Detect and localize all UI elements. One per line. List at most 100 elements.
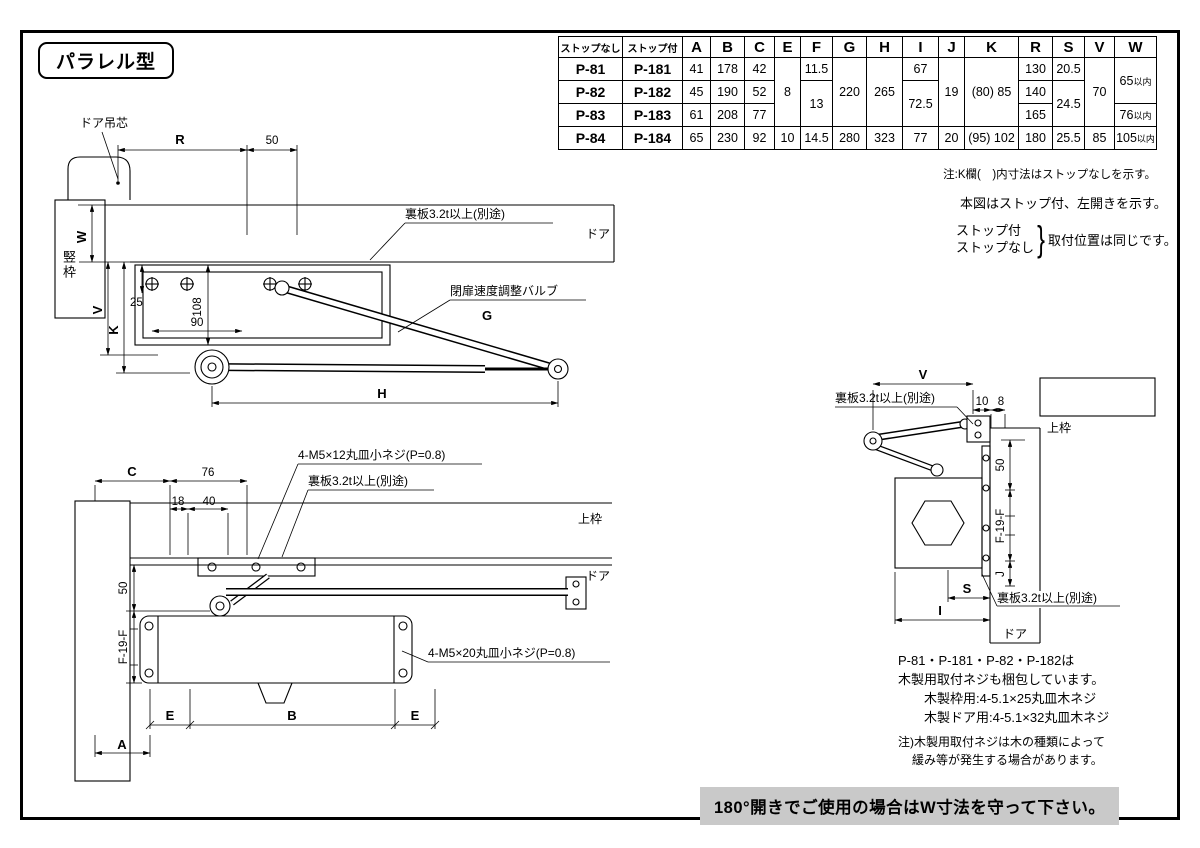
- value-cell: 280: [832, 126, 867, 150]
- brace-glyph: }: [1037, 218, 1045, 259]
- plan-structure: [54, 156, 615, 319]
- arm-section: [863, 415, 991, 477]
- value-cell: 230: [710, 126, 745, 150]
- col-header: F: [800, 36, 833, 58]
- outer-frame: [20, 30, 1180, 820]
- dim-10: 10: [976, 396, 989, 408]
- wood-note-line3: 木製枠用:4-5.1×25丸皿木ネジ: [924, 690, 1097, 706]
- dim-s: S: [963, 581, 972, 596]
- value-cell: 165: [1018, 103, 1053, 127]
- model-cell: P-81: [558, 57, 623, 81]
- value-cell: 14.5: [800, 126, 833, 150]
- closer-arm-plan: [194, 280, 569, 385]
- screw-bottom-label: 4-M5×20丸皿小ネジ(P=0.8): [428, 646, 575, 660]
- value-cell: 85: [1084, 126, 1115, 150]
- stop-with-label: ストップ付: [956, 223, 1022, 238]
- backplate-label-elevation: 裏板3.2t以上(別途): [308, 473, 408, 488]
- dim-40: 40: [203, 496, 216, 508]
- col-header: S: [1052, 36, 1085, 58]
- screw-top-label: 4-M5×12丸皿小ネジ(P=0.8): [298, 448, 445, 462]
- closer-body-plan: [134, 264, 391, 346]
- value-cell: 19: [938, 57, 965, 127]
- backplate-label-plan: 裏板3.2t以上(別途): [405, 206, 505, 221]
- dim-f19f-elevation: F-19-F: [118, 630, 130, 665]
- head-jamb-label-elevation: 上枠: [578, 512, 602, 526]
- stop-without-label: ストップなし: [956, 240, 1035, 255]
- section-view-diagram: V 10 8 裏板3.2t以上(別途) 上枠 50 F-19-F J S I 裏…: [835, 367, 1156, 644]
- model-cell: P-83: [558, 103, 623, 127]
- head-jamb-label-section: 上枠: [1047, 421, 1071, 435]
- closer-arm-elevation: [209, 573, 568, 617]
- dim-f19f-section: F-19-F: [995, 509, 1007, 544]
- leader-lines-elevation: [257, 463, 610, 663]
- dim-50-plan: 50: [266, 135, 279, 147]
- figure-note: 本図はストップ付、左開きを示す。: [960, 196, 1167, 211]
- plan-view-diagram: ドア吊芯 R 50 W V K 25 108 90 G H ドア 裏板3.2t以…: [54, 116, 615, 407]
- door-label-section: ドア: [1003, 627, 1027, 641]
- dim-h: H: [377, 386, 386, 401]
- value-cell: 10: [774, 126, 801, 150]
- dim-50-section: 50: [995, 459, 1007, 472]
- dim-50-elevation: 50: [118, 582, 130, 595]
- col-header: C: [744, 36, 775, 58]
- backplate-top-label: 裏板3.2t以上(別途): [835, 390, 935, 405]
- value-cell: 76以内: [1114, 103, 1157, 127]
- col-header: ストップなし: [558, 36, 623, 58]
- page-title-text: パラレル型: [56, 52, 157, 73]
- value-cell: 8: [774, 57, 801, 127]
- leader-lines-plan: [101, 131, 586, 333]
- dim-lines-section: [872, 381, 1025, 624]
- col-header: H: [866, 36, 903, 58]
- value-cell: 77: [902, 126, 939, 150]
- col-header: A: [682, 36, 711, 58]
- table-note: 注:K欄( )内寸法はストップなしを示す。: [943, 169, 1156, 181]
- model-cell: P-82: [558, 80, 623, 104]
- col-header: G: [832, 36, 867, 58]
- dim-108: 108: [192, 297, 204, 316]
- value-cell: (80) 85: [964, 57, 1019, 127]
- leader-lines-section: [835, 406, 1121, 608]
- closer-section: [894, 445, 991, 577]
- dim-w: W: [74, 230, 89, 243]
- value-cell: 45: [682, 80, 711, 104]
- elevation-structure: [74, 500, 612, 782]
- dim-i: I: [938, 603, 942, 618]
- dim-90: 90: [191, 317, 204, 329]
- value-cell: 180: [1018, 126, 1053, 150]
- value-cell: 220: [832, 57, 867, 127]
- elevation-view-diagram: C 76 18 40 4-M5×12丸皿小ネジ(P=0.8) 裏板3.2t以上(…: [74, 448, 612, 782]
- value-cell: 323: [866, 126, 903, 150]
- value-cell: 178: [710, 57, 745, 81]
- value-cell: 70: [1084, 57, 1115, 127]
- value-cell: 65: [682, 126, 711, 150]
- value-cell: 190: [710, 80, 745, 104]
- dim-a: A: [117, 737, 127, 752]
- dim-g: G: [482, 308, 492, 323]
- model-cell: P-181: [622, 57, 683, 81]
- dim-b: B: [287, 708, 296, 723]
- value-cell: 67: [902, 57, 939, 81]
- closer-body-elevation: [139, 615, 413, 704]
- col-header: K: [964, 36, 1019, 58]
- value-cell: 130: [1018, 57, 1053, 81]
- value-cell: 20: [938, 126, 965, 150]
- w-dimension-warning: 180°開きでご使用の場合はW寸法を守って下さい。: [700, 787, 1120, 825]
- model-cell: P-184: [622, 126, 683, 150]
- dim-r: R: [175, 132, 185, 147]
- value-cell: 65以内: [1114, 57, 1157, 104]
- value-cell: 52: [744, 80, 775, 104]
- mount-note: 取付位置は同じです。: [1048, 232, 1177, 248]
- value-cell: (95) 102: [964, 126, 1019, 150]
- col-header: V: [1084, 36, 1115, 58]
- value-cell: 77: [744, 103, 775, 127]
- dim-8: 8: [998, 396, 1004, 408]
- col-header: B: [710, 36, 745, 58]
- model-cell: P-84: [558, 126, 623, 150]
- dim-25: 25: [130, 297, 143, 309]
- col-header: J: [938, 36, 965, 58]
